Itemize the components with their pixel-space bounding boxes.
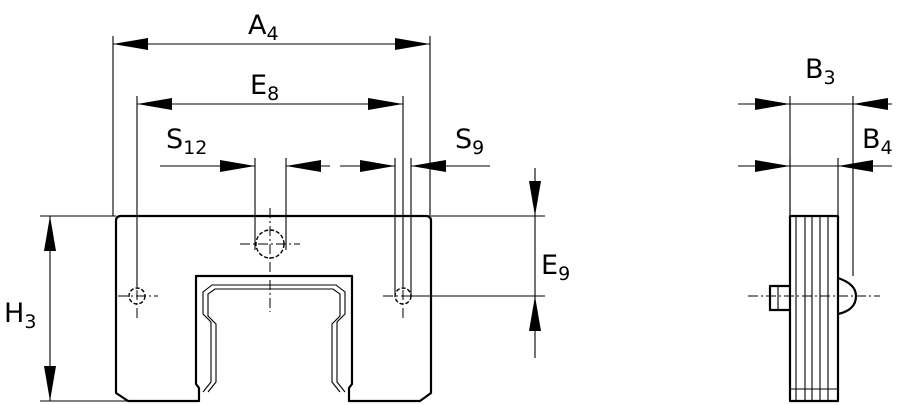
groove-profile-inner <box>207 288 341 393</box>
label-b4-sub: 4 <box>881 137 893 159</box>
label-h3-main: H <box>4 298 24 329</box>
svg-text:A4: A4 <box>248 10 279 45</box>
label-a4-main: A <box>248 10 267 41</box>
label-s12-main: S <box>166 124 183 155</box>
dimension-s12: S12 <box>160 124 330 172</box>
dimension-h3: H3 <box>4 216 56 401</box>
svg-text:S12: S12 <box>166 124 207 159</box>
label-e9-sub: 9 <box>558 263 570 285</box>
dimension-s9: S9 <box>340 124 490 172</box>
label-b3-sub: 3 <box>824 67 836 89</box>
svg-text:B3: B3 <box>805 54 836 89</box>
label-e9-main: E <box>541 250 558 281</box>
dimension-b3: B3 <box>738 54 892 110</box>
svg-text:E8: E8 <box>250 70 279 105</box>
side-view: B3 B4 <box>738 54 893 403</box>
carriage-body-outline <box>114 214 433 403</box>
side-body-outline <box>788 214 840 403</box>
label-s9-main: S <box>455 124 472 155</box>
label-s9-sub: 9 <box>472 137 484 159</box>
label-e8-main: E <box>250 70 267 101</box>
label-a4-sub: 4 <box>266 23 278 45</box>
groove-profile-outer <box>202 284 346 393</box>
label-b4-main: B <box>862 124 881 155</box>
dimension-a4: A4 <box>113 10 430 50</box>
svg-text:E9: E9 <box>541 250 570 285</box>
svg-text:S9: S9 <box>455 124 484 159</box>
label-e8-sub: 8 <box>267 83 279 105</box>
svg-text:H3: H3 <box>4 298 36 333</box>
svg-text:B4: B4 <box>862 124 893 159</box>
front-view: A4 E8 S12 S9 <box>4 10 570 403</box>
dimension-b4: B4 <box>738 124 893 216</box>
dimension-e8: E8 <box>137 70 403 110</box>
dimension-e9: E9 <box>529 168 570 358</box>
label-b3-main: B <box>805 54 824 85</box>
label-h3-sub: 3 <box>24 311 36 333</box>
lube-nipple <box>768 284 790 312</box>
label-s12-sub: 12 <box>183 137 207 159</box>
